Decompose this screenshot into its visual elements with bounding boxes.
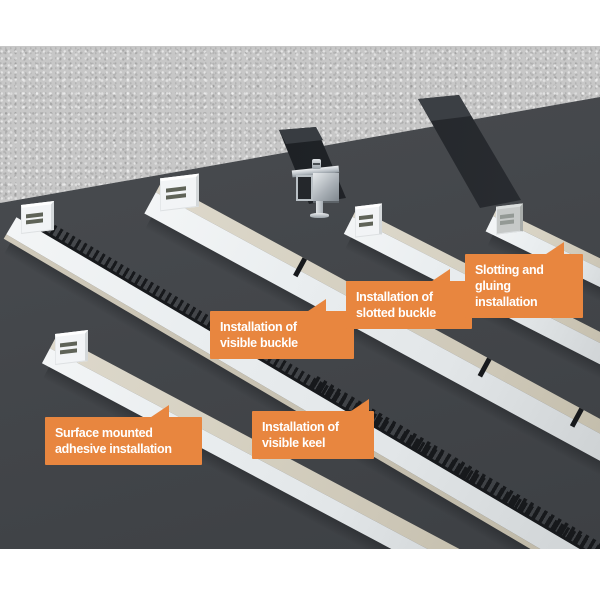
callout-line: Installation of: [356, 290, 433, 304]
callout-line: Installation of: [262, 420, 339, 434]
cap-channel-slot: [26, 211, 43, 218]
callout-line: slotted buckle: [356, 306, 436, 320]
profile-end-cap-visible-keel: [21, 200, 54, 235]
callout-visible-keel: Installation of visible keel: [252, 399, 374, 459]
callout-line: Installation of: [220, 320, 297, 334]
cap-channel-slot: [26, 218, 43, 225]
clip-body: [313, 173, 339, 203]
callout-slotted-buckle: Installation of slotted buckle: [346, 269, 472, 329]
clip-slot-opening: [296, 175, 313, 201]
cap-channel-slot: [60, 341, 77, 348]
profile-end-cap-slotted-buckle: [355, 203, 382, 238]
cap-channel-slot: [500, 219, 514, 226]
callout-slotting-gluing: Slotting and gluing installation: [465, 242, 583, 318]
callout-visible-buckle: Installation of visible buckle: [210, 299, 354, 359]
callout-line: adhesive installation: [55, 442, 172, 456]
profile-end-cap-slotting-gluing: [496, 203, 523, 235]
callout-line: visible keel: [262, 436, 326, 450]
cap-channel-slot: [359, 214, 373, 221]
clip-screw: [312, 159, 321, 169]
callout-line: installation: [475, 295, 538, 309]
cap-channel-slot: [359, 221, 373, 228]
callout-surface-mounted: Surface mounted adhesive installation: [45, 405, 202, 465]
profile-end-cap-visible-buckle: [160, 173, 199, 212]
callout-line: Slotting and: [475, 263, 544, 277]
callout-line: Surface mounted: [55, 426, 153, 440]
profile-end-cap-surface-mounted: [55, 329, 88, 366]
cap-channel-slot: [60, 348, 77, 355]
cap-channel-slot: [500, 213, 514, 220]
callout-line: visible buckle: [220, 336, 298, 350]
clip-base: [310, 213, 329, 218]
callout-line: gluing: [475, 279, 511, 293]
buckle-clip-hardware: [290, 156, 348, 222]
cap-channel-slot: [165, 185, 187, 193]
clip-stem: [316, 201, 323, 214]
cap-channel-slot: [165, 193, 187, 200]
